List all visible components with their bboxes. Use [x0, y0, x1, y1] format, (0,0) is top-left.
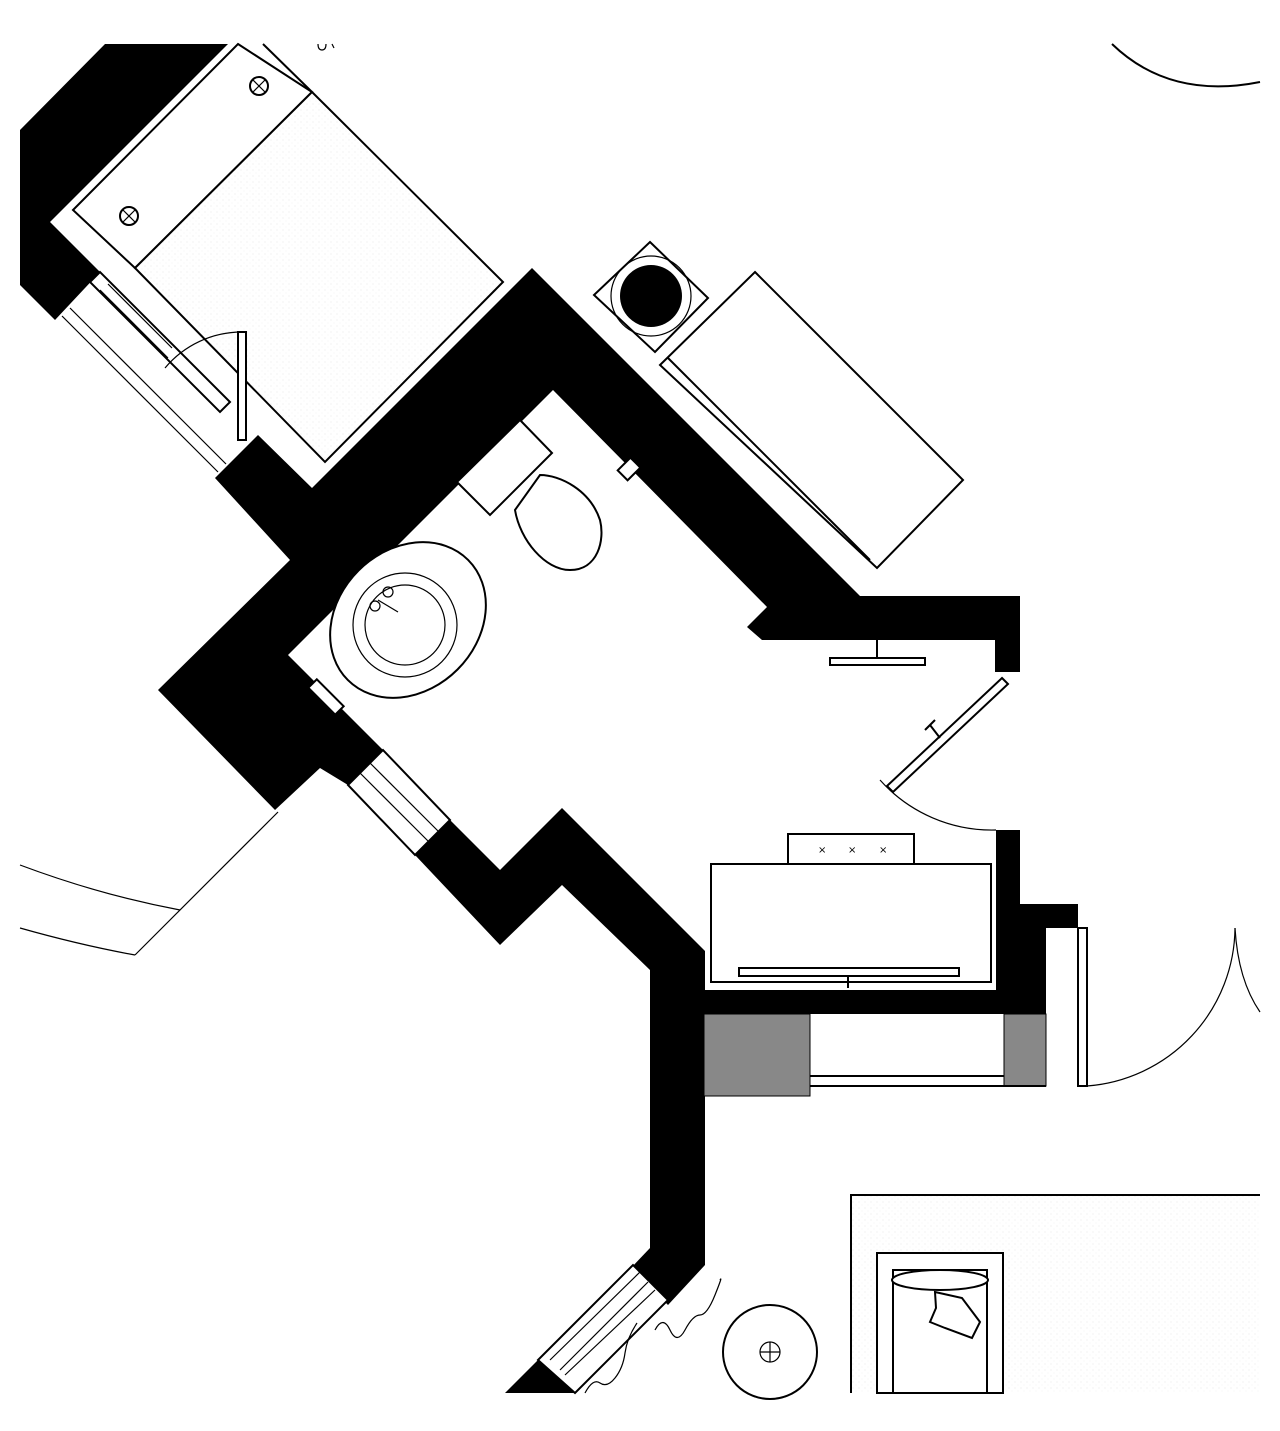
round-table	[722, 1304, 818, 1400]
curtain	[654, 1278, 722, 1339]
wall-bathroom-outer	[158, 268, 1020, 810]
washing-machine	[592, 240, 710, 354]
window-left-upper	[61, 270, 232, 473]
pillow-icon	[928, 1290, 982, 1340]
sliding-door	[703, 1013, 1047, 1097]
svg-text:×: ×	[848, 845, 856, 856]
toilet	[455, 418, 603, 572]
door-right	[1077, 927, 1261, 1087]
window-bathroom	[346, 748, 452, 857]
door-swing-left	[19, 811, 279, 956]
shower-rail	[829, 640, 926, 666]
bed	[133, 90, 505, 464]
door-bedroom	[164, 331, 247, 441]
door-bathroom	[879, 676, 1010, 831]
svg-text:×: ×	[879, 845, 887, 856]
wall-corridor	[650, 1000, 705, 1265]
mark	[317, 43, 335, 51]
wall-bathroom-lower	[415, 808, 1078, 1265]
dryer-counter	[658, 270, 965, 570]
window-bottom	[536, 1263, 670, 1395]
wall-bottom-left	[631, 1248, 705, 1305]
bed-bottom-right	[850, 1194, 1260, 1394]
light-fixture-icon	[249, 76, 269, 96]
toilet-paper-holder	[616, 456, 642, 482]
wall-top-left	[20, 44, 228, 320]
towel-rail	[306, 677, 346, 717]
vanity-counter: × × ×	[710, 833, 992, 988]
door-swing-top-right	[1111, 43, 1261, 88]
wall-bottom-tip	[505, 1360, 575, 1393]
light-fixture-icon	[119, 206, 139, 226]
curtain	[584, 1322, 638, 1394]
washbasin	[329, 541, 487, 699]
svg-text:×: ×	[818, 845, 826, 856]
